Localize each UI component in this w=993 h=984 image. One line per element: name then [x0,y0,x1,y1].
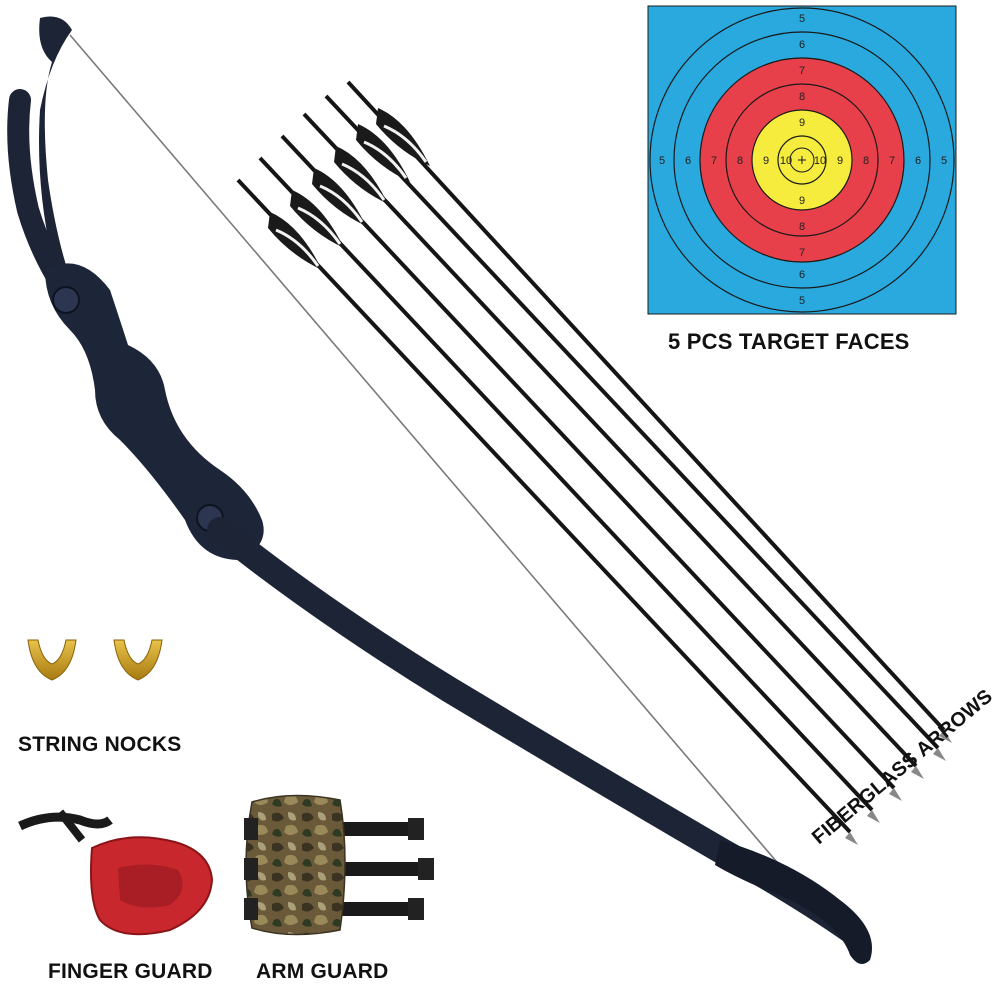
ring-score: 6 [799,269,805,281]
arm-guard-label: ARM GUARD [256,960,389,983]
target-face: 5 6 7 8 9 5 6 7 8 9 10 10 9 8 7 6 5 9 8 … [647,5,957,315]
string-nocks [27,639,163,681]
ring-score: 6 [685,155,691,167]
arrow [302,112,924,779]
string-nock [27,639,77,681]
bow-upper-limb [39,16,78,300]
ring-score: 8 [737,155,743,167]
ring-score: 7 [711,155,717,167]
ring-score: 5 [799,295,805,307]
ring-score: 6 [799,39,805,51]
ring-score: 9 [799,117,805,129]
string-nocks-label: STRING NOCKS [18,733,182,756]
ring-score: 7 [799,65,805,77]
ring-score: 7 [889,155,895,167]
arrow [346,80,952,743]
ring-score: 10 [814,155,826,167]
ring-score: 5 [941,155,947,167]
finger-guard-label: FINGER GUARD [48,960,213,983]
ring-score: 5 [659,155,665,167]
ring-score: 8 [863,155,869,167]
ring-score: 6 [915,155,921,167]
ring-score: 9 [799,195,805,207]
ring-score: 7 [799,247,805,259]
ring-score: 5 [799,13,805,25]
ring-score: 10 [780,155,792,167]
limb-bolt-upper [52,286,80,314]
arrow [324,94,946,761]
arrow [236,178,858,845]
arm-guard-camo [245,794,346,936]
fiberglass-arrows [236,80,952,845]
ring-score: 8 [799,221,805,233]
string-nock [113,639,163,681]
arm-guard [244,794,434,936]
ring-score: 8 [799,91,805,103]
bow-lower-limb-tip [715,840,872,964]
bow-riser [45,263,264,560]
finger-guard [18,809,214,936]
arrow [280,134,902,801]
ring-score: 9 [763,155,769,167]
bow-string [69,34,783,869]
target-faces-label: 5 PCS TARGET FACES [668,329,910,354]
ring-score: 9 [837,155,843,167]
recurve-bow [7,16,872,964]
arrow [258,156,880,823]
